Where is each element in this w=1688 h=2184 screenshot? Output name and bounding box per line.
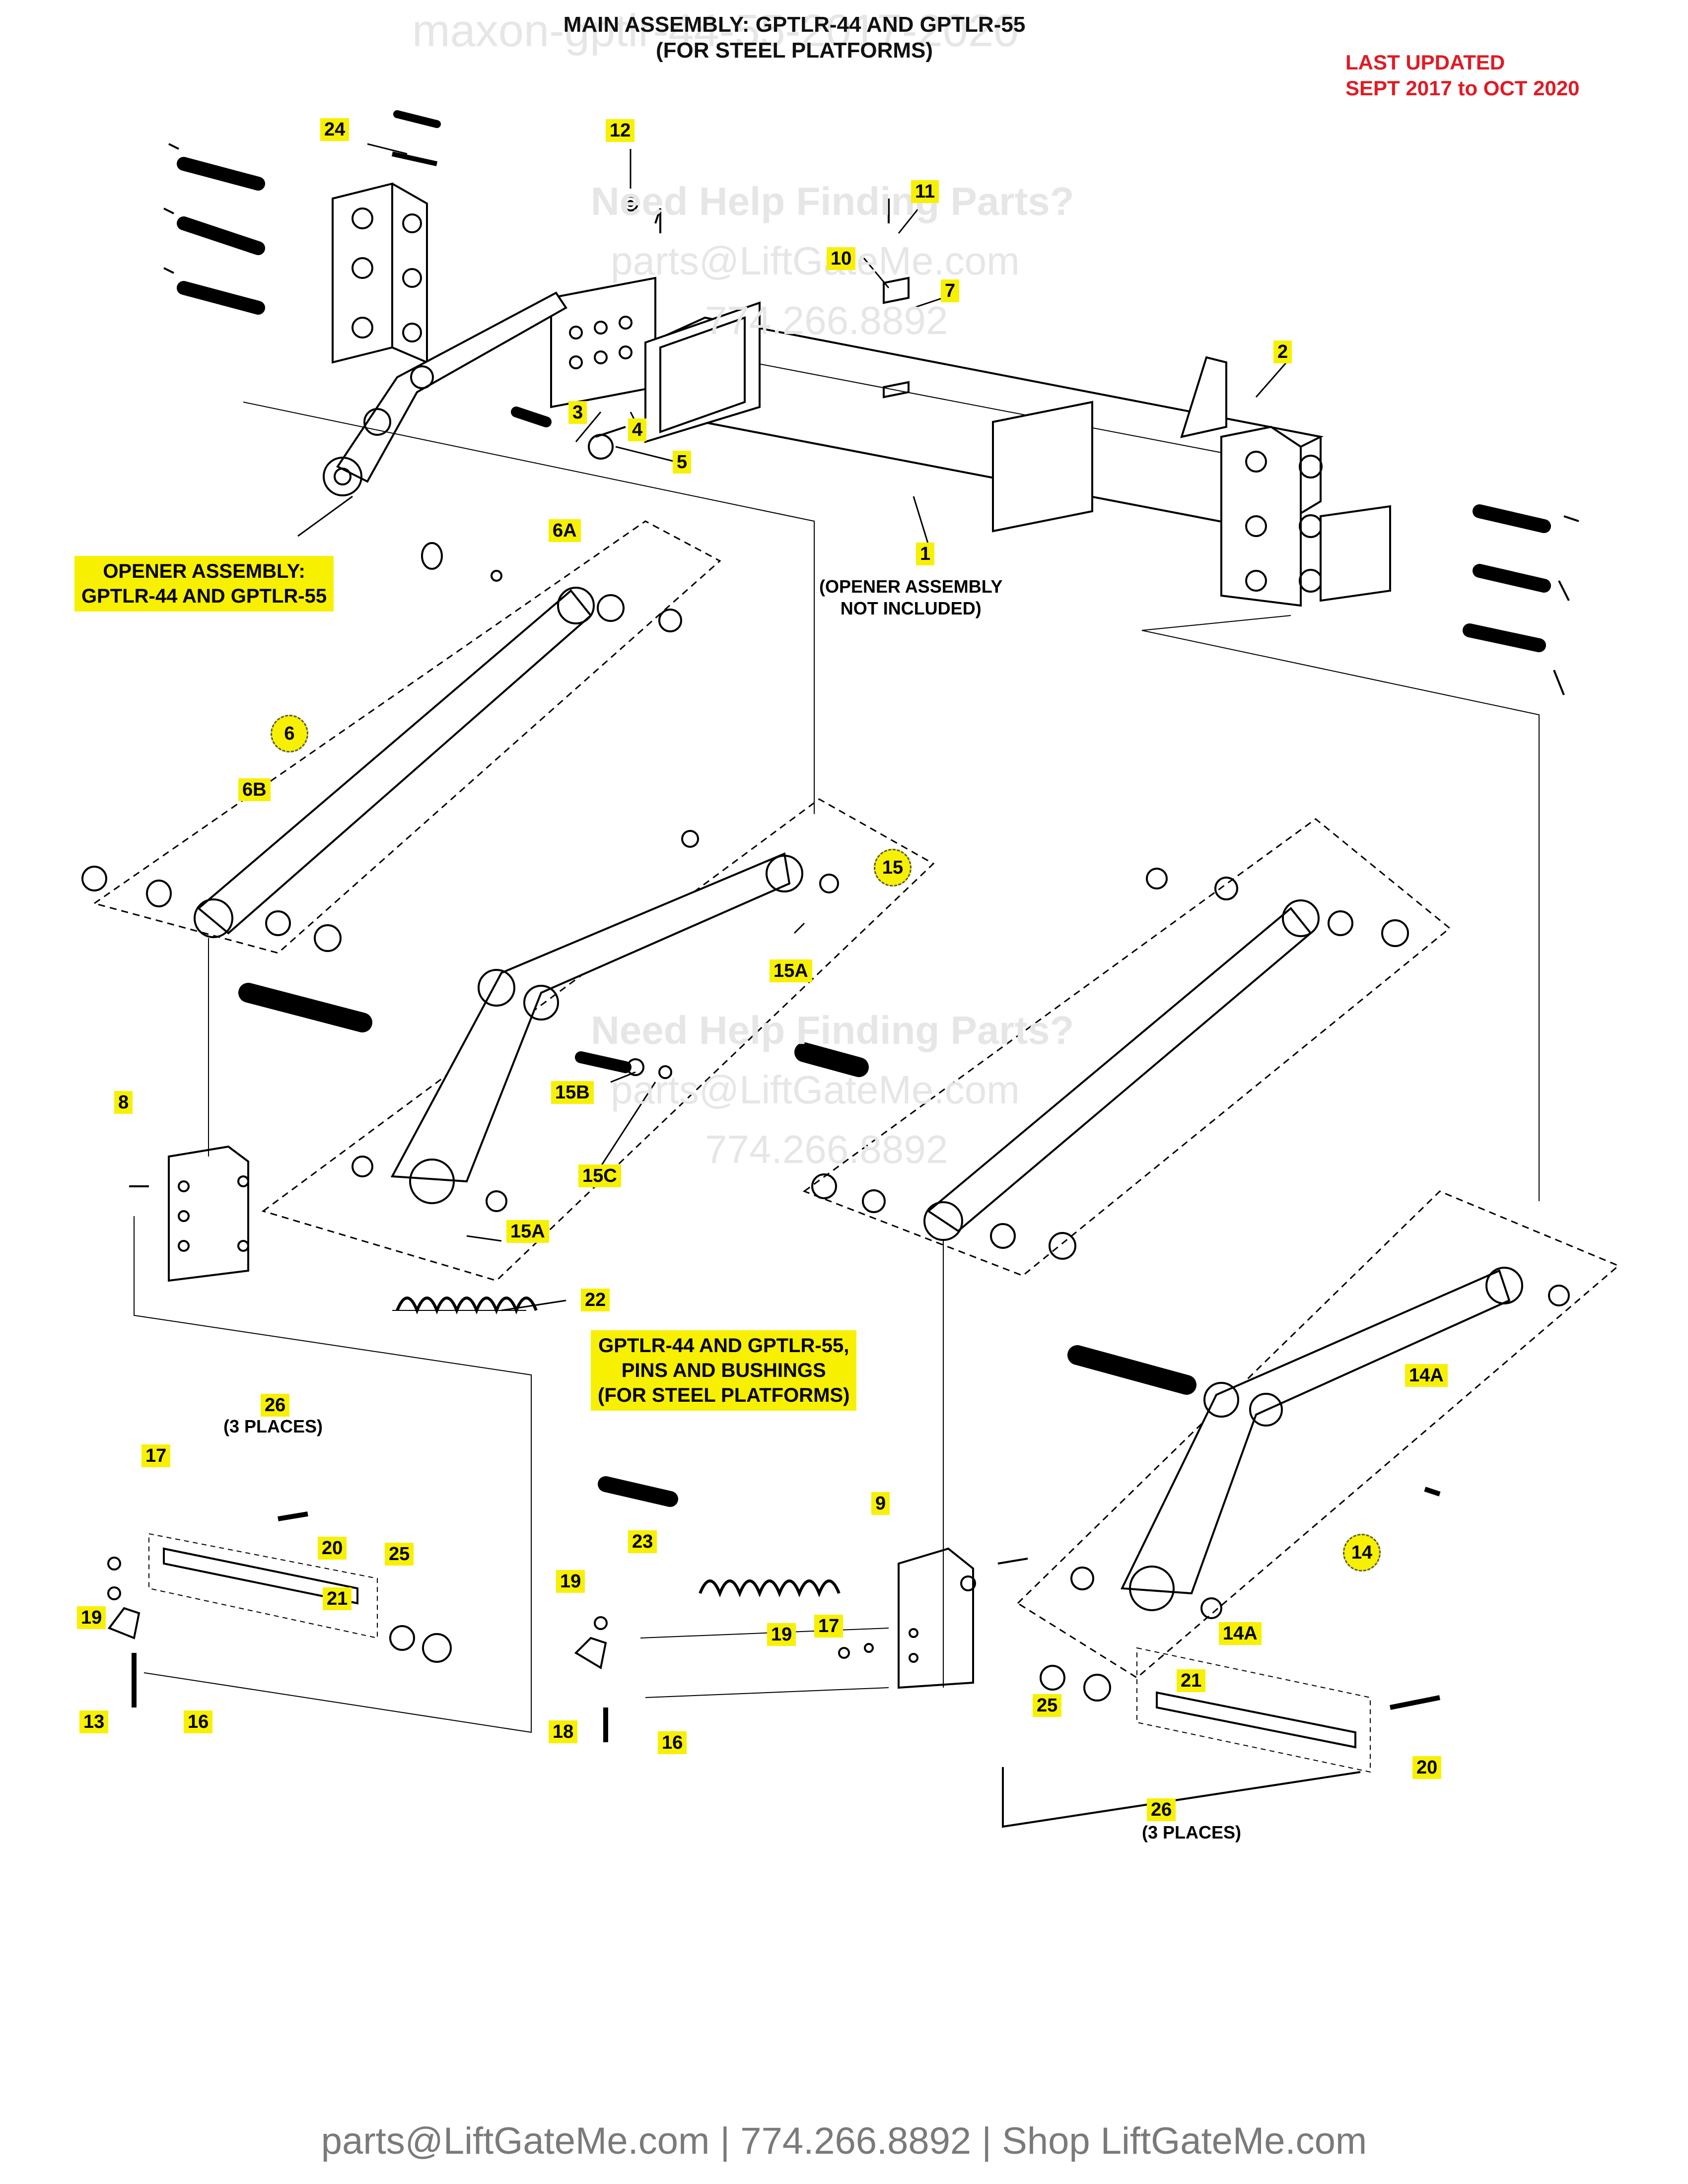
callout-4: 4 xyxy=(628,418,647,441)
callout-15b: 15B xyxy=(551,1081,594,1104)
leader-lines-main xyxy=(243,402,1540,1201)
bracket-9 xyxy=(898,1547,1028,1689)
callout-25-right: 25 xyxy=(1033,1694,1062,1717)
updated-line-1: LAST UPDATED xyxy=(1345,51,1505,74)
spring-23 xyxy=(699,1579,841,1598)
pins-line-3: (FOR STEEL PLATFORMS) xyxy=(598,1384,850,1406)
callout-20-right: 20 xyxy=(1412,1756,1442,1779)
callout-21-right: 21 xyxy=(1177,1669,1206,1692)
callout-17-left: 17 xyxy=(141,1444,171,1467)
callout-8: 8 xyxy=(114,1091,133,1114)
callout-14a-top: 14A xyxy=(1405,1364,1448,1387)
callout-15a-bottom: 15A xyxy=(506,1220,549,1243)
callout-18: 18 xyxy=(549,1720,578,1743)
callout-3: 3 xyxy=(568,401,587,424)
callout-26-left: 26 xyxy=(261,1394,290,1417)
callout-11: 11 xyxy=(911,180,939,203)
bracket-8 xyxy=(129,1145,249,1282)
callout-2: 2 xyxy=(1273,341,1292,363)
arm-14 xyxy=(1016,1190,1620,1679)
callout-19-mid: 19 xyxy=(556,1570,585,1593)
callout-22: 22 xyxy=(581,1289,610,1311)
pins-line-1: GPTLR-44 AND GPTLR-55, xyxy=(598,1335,849,1357)
opener-line-2: GPTLR-44 AND GPTLR-55 xyxy=(81,585,327,607)
title-line-1: MAIN ASSEMBLY: GPTLR-44 AND GPTLR-55 xyxy=(563,12,1026,37)
callout-16-right: 16 xyxy=(658,1731,687,1754)
part-1-note: (OPENER ASSEMBLY NOT INCLUDED) xyxy=(819,576,1002,619)
arm-6-left xyxy=(81,520,721,954)
callout-15c: 15C xyxy=(578,1164,621,1187)
watermark-top: maxon-gptlr-44-55-2017-2020 xyxy=(412,5,1019,56)
watermark-email-1: parts@LiftGateMe.com xyxy=(611,239,1020,283)
callout-19-left: 19 xyxy=(77,1606,106,1629)
part1-note-line-2: NOT INCLUDED) xyxy=(840,598,982,618)
callout-5: 5 xyxy=(673,451,692,474)
callout-12: 12 xyxy=(606,119,635,142)
callout-19-right: 19 xyxy=(767,1623,796,1646)
arm-6-right xyxy=(802,818,1451,1277)
callout-9: 9 xyxy=(871,1492,890,1515)
shaft-left xyxy=(107,1511,452,1707)
main-pins-left xyxy=(163,110,441,315)
watermark-phone-2: 774.266.8892 xyxy=(705,1127,948,1171)
callout-20-left: 20 xyxy=(318,1537,347,1560)
callout-25-left: 25 xyxy=(385,1543,414,1566)
leader-lines-lower xyxy=(134,938,944,1733)
hardware-top xyxy=(511,196,910,460)
footer-contact: parts@LiftGateMe.com | 774.266.8892 | Sh… xyxy=(321,2120,1367,2162)
page-title: MAIN ASSEMBLY: GPTLR-44 AND GPTLR-55 (FO… xyxy=(447,12,1142,64)
three-places-right: (3 PLACES) xyxy=(1142,1822,1242,1843)
callout-6a-left: 6A xyxy=(549,519,581,542)
watermark-phone-1: 774.266.8892 xyxy=(705,298,948,342)
callout-6-left: 6 xyxy=(271,715,308,752)
callout-15: 15 xyxy=(874,849,912,887)
pins-line-2: PINS AND BUSHINGS xyxy=(621,1360,826,1381)
callout-10: 10 xyxy=(827,247,856,270)
title-line-2: (FOR STEEL PLATFORMS) xyxy=(655,38,933,63)
callout-14a-bottom: 14A xyxy=(1219,1622,1262,1645)
pin-9-area xyxy=(598,1476,874,1659)
callout-23: 23 xyxy=(628,1530,657,1553)
callout-1: 1 xyxy=(916,543,935,565)
callout-15a-top: 15A xyxy=(770,959,812,982)
opener-assembly-note: OPENER ASSEMBLY: GPTLR-44 AND GPTLR-55 xyxy=(74,556,334,612)
updated-line-2: SEPT 2017 to OCT 2020 xyxy=(1345,76,1580,100)
lever-18 xyxy=(574,1616,608,1742)
callout-13: 13 xyxy=(79,1710,109,1733)
pins-bushings-note: GPTLR-44 AND GPTLR-55, PINS AND BUSHINGS… xyxy=(591,1330,857,1411)
callout-pointers xyxy=(297,143,1292,1311)
main-pins-right xyxy=(1463,504,1579,695)
callout-14: 14 xyxy=(1343,1534,1381,1571)
three-places-left: (3 PLACES) xyxy=(223,1416,323,1436)
watermark-email-2: parts@LiftGateMe.com xyxy=(611,1068,1020,1112)
callout-7: 7 xyxy=(941,279,960,302)
part1-note-line-1: (OPENER ASSEMBLY xyxy=(819,576,1003,597)
callout-26-right: 26 xyxy=(1147,1798,1176,1821)
opener-line-1: OPENER ASSEMBLY: xyxy=(103,560,305,582)
callout-17-right: 17 xyxy=(814,1615,844,1638)
callout-6b-left: 6B xyxy=(238,778,271,801)
arm-15 xyxy=(238,798,935,1282)
callout-24: 24 xyxy=(320,118,350,141)
callout-21-left: 21 xyxy=(323,1587,352,1610)
watermark-help-1: Need Help Finding Parts? xyxy=(591,179,1074,223)
last-updated: LAST UPDATED SEPT 2017 to OCT 2020 xyxy=(1345,50,1580,101)
main-beam-assembly xyxy=(323,182,1391,607)
watermark-help-2: Need Help Finding Parts? xyxy=(591,1008,1074,1052)
shaft-right xyxy=(1002,1647,1440,1828)
callout-16-left: 16 xyxy=(184,1710,213,1733)
